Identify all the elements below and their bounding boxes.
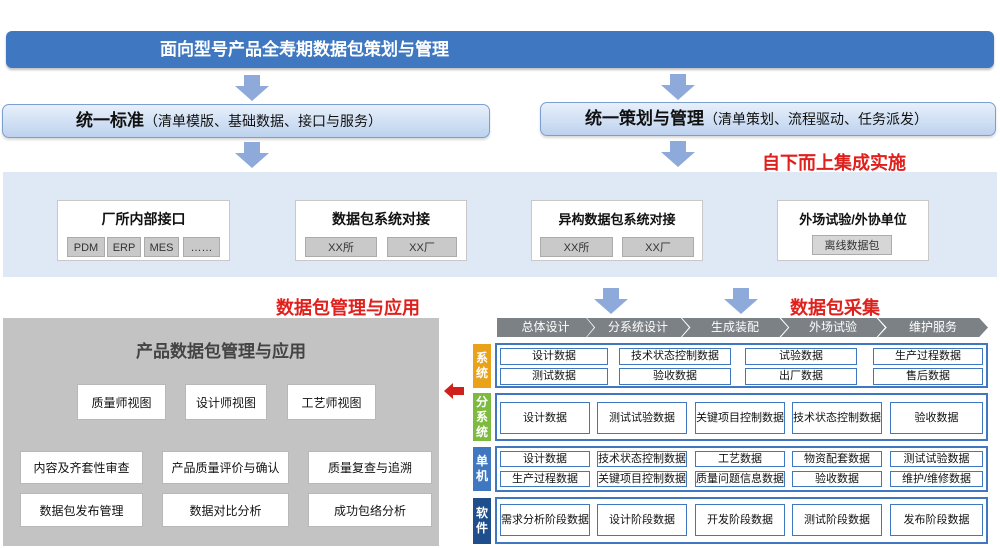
card-title: 数据包系统对接	[332, 211, 430, 227]
data-cell: 测试试验数据	[597, 402, 687, 434]
data-cell: 生产过程数据	[500, 471, 590, 487]
process-engineer-view: 工艺师视图	[287, 384, 376, 420]
left-arrow-icon	[444, 383, 464, 399]
chip-erp: ERP	[107, 237, 141, 257]
quality-engineer-view: 质量师视图	[77, 384, 166, 420]
chip-etc: ……	[183, 237, 220, 257]
package-release-management: 数据包发布管理	[20, 493, 143, 527]
chip-institute: XX所	[540, 237, 613, 257]
data-cell: 设计数据	[500, 451, 590, 467]
data-cell: 维护/维修数据	[890, 471, 983, 487]
data-cell: 测试数据	[500, 368, 608, 385]
collection-label: 数据包采集	[790, 298, 880, 318]
down-arrow-icon	[594, 288, 628, 314]
unified-planning-title: 统一策划与管理	[585, 109, 704, 128]
designer-view: 设计师视图	[185, 384, 267, 420]
unified-planning-box: 统一策划与管理（清单策划、流程驱动、任务派发）	[540, 102, 996, 136]
phase-chevron: 维护服务	[878, 318, 988, 337]
phase-chevron: 外场试验	[781, 318, 885, 337]
data-cell: 关键项目控制数据	[695, 402, 785, 434]
card-title: 异构数据包系统对接	[558, 212, 676, 227]
panel-title: 产品数据包管理与应用	[136, 342, 306, 361]
group-label-unit: 单机	[473, 447, 491, 491]
data-cell: 设计阶段数据	[597, 504, 687, 536]
chip-institute: XX所	[305, 237, 377, 257]
data-cell: 售后数据	[873, 368, 983, 385]
phase-chevron: 总体设计	[497, 318, 594, 337]
data-cell: 测试阶段数据	[792, 504, 882, 536]
data-cell: 设计数据	[500, 402, 590, 434]
page-title: 面向型号产品全寿期数据包策划与管理	[160, 40, 449, 59]
quality-evaluation: 产品质量评价与确认	[162, 451, 289, 484]
data-comparison-analysis: 数据对比分析	[162, 493, 289, 527]
quality-review-trace: 质量复查与追溯	[308, 451, 432, 484]
chip-factory: XX厂	[622, 237, 694, 257]
data-cell: 测试试验数据	[890, 451, 983, 467]
data-cell: 开发阶段数据	[695, 504, 785, 536]
group-label-software: 软件	[473, 498, 491, 544]
data-cell: 质量问题信息数据	[695, 471, 785, 487]
data-cell: 需求分析阶段数据	[500, 504, 590, 536]
down-arrow-icon	[235, 142, 269, 168]
data-cell: 验收数据	[792, 471, 882, 487]
down-arrow-icon	[661, 141, 695, 167]
data-cell: 技术状态控制数据	[792, 402, 882, 434]
data-cell: 技术状态控制数据	[619, 348, 731, 365]
data-cell: 设计数据	[500, 348, 608, 365]
data-cell: 生产过程数据	[873, 348, 983, 365]
success-envelope-analysis: 成功包络分析	[308, 493, 432, 527]
data-cell: 验收数据	[890, 402, 983, 434]
data-cell: 关键项目控制数据	[597, 471, 687, 487]
data-cell: 试验数据	[745, 348, 857, 365]
data-cell: 技术状态控制数据	[597, 451, 687, 467]
unified-standard-box: 统一标准（清单模版、基础数据、接口与服务）	[2, 104, 490, 138]
card-title: 厂所内部接口	[101, 211, 186, 227]
data-cell: 出厂数据	[745, 368, 857, 385]
group-label-system: 系统	[473, 344, 491, 388]
phase-chevron: 生成装配	[682, 318, 788, 337]
chip-offline-package: 离线数据包	[812, 235, 892, 255]
data-cell: 验收数据	[619, 368, 731, 385]
data-cell: 物资配套数据	[792, 451, 882, 467]
chip-factory: XX厂	[387, 237, 457, 257]
unified-standard-title: 统一标准	[76, 111, 144, 130]
management-label: 数据包管理与应用	[276, 298, 420, 318]
data-cell: 发布阶段数据	[890, 504, 983, 536]
unified-standard-detail: （清单模版、基础数据、接口与服务）	[144, 113, 382, 129]
down-arrow-icon	[235, 75, 269, 101]
data-cell: 工艺数据	[695, 451, 785, 467]
down-arrow-icon	[661, 74, 695, 100]
phase-chevron: 分系统设计	[587, 318, 689, 337]
chip-pdm: PDM	[67, 237, 105, 257]
card-title: 外场试验/外协单位	[799, 212, 907, 227]
group-label-subsystem: 分系统	[473, 393, 491, 441]
page-title-banner: 面向型号产品全寿期数据包策划与管理	[6, 31, 994, 68]
chip-mes: MES	[144, 237, 179, 257]
unified-planning-detail: （清单策划、流程驱动、任务派发）	[704, 111, 928, 127]
content-completeness-review: 内容及齐套性审查	[20, 451, 143, 484]
down-arrow-icon	[724, 288, 758, 314]
bottom-up-label: 自下而上集成实施	[762, 153, 906, 173]
